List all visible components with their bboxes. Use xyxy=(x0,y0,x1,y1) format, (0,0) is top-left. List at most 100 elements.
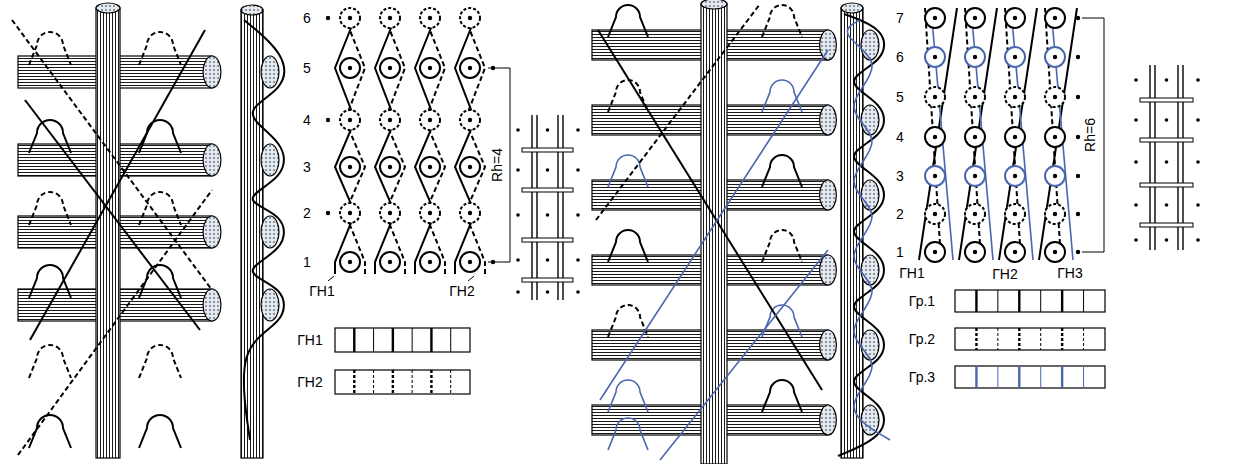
repeat-label: Rh=4 xyxy=(489,146,505,184)
strip-tick xyxy=(1018,366,1020,388)
side-view xyxy=(241,5,284,458)
rod-end xyxy=(203,56,221,88)
strip-tick xyxy=(1083,366,1084,388)
strip-tick xyxy=(1083,328,1084,350)
needle-loop xyxy=(380,8,400,28)
weft-section xyxy=(861,330,879,360)
needle-loop xyxy=(965,87,985,107)
needle-dot xyxy=(1076,55,1080,59)
strip-tick xyxy=(392,328,394,352)
grid-dot xyxy=(576,168,580,172)
grid-dot xyxy=(516,290,520,294)
strip-tick xyxy=(997,366,998,388)
rod-end xyxy=(820,330,837,360)
needle-dot xyxy=(1053,212,1057,216)
grid-dot xyxy=(1196,203,1200,207)
needle-loop xyxy=(460,8,480,28)
strip-tick xyxy=(975,290,977,312)
needle-dot xyxy=(326,16,330,20)
grid-dot xyxy=(576,213,580,217)
needle-dot xyxy=(388,66,392,70)
grid-dot xyxy=(516,258,520,262)
needle-loop xyxy=(1005,242,1025,262)
yarn-line xyxy=(25,100,200,330)
yarn-line xyxy=(455,18,475,274)
yarn-line xyxy=(335,18,355,274)
yarn-loop xyxy=(29,120,71,153)
rod-end xyxy=(841,3,863,13)
warp-rod xyxy=(701,4,727,464)
lapping-chart xyxy=(326,8,510,394)
needle-dot xyxy=(348,260,352,264)
yarn-loop xyxy=(29,32,71,65)
grid-dot xyxy=(546,168,550,172)
row-label: 6 xyxy=(896,49,904,65)
needle-dot xyxy=(973,212,977,216)
yarn-loop xyxy=(139,345,181,378)
needle-dot xyxy=(933,55,937,59)
needle-loop xyxy=(1045,204,1065,224)
grid-dot xyxy=(1196,118,1200,122)
yarn-loop xyxy=(29,192,71,225)
needle-dot xyxy=(388,16,392,20)
needle-loop xyxy=(1045,127,1065,147)
grid-dot xyxy=(1196,238,1200,242)
strip-tick xyxy=(1018,328,1020,350)
needle-loop xyxy=(1045,8,1065,28)
row-label: 1 xyxy=(303,254,311,270)
bar-label: ГН1 xyxy=(897,265,926,281)
grid-line xyxy=(557,115,558,300)
needle-dot xyxy=(348,66,352,70)
grid-bar xyxy=(1140,183,1193,187)
yarn-line xyxy=(345,18,365,274)
yarn-line xyxy=(30,30,205,340)
needle-loop xyxy=(1005,166,1025,186)
repeat-bracket xyxy=(488,68,510,262)
grid-line xyxy=(536,115,537,300)
needle-dot xyxy=(468,66,472,70)
needle-dot xyxy=(933,16,937,20)
weft-section xyxy=(261,216,279,248)
needle-dot xyxy=(933,95,937,99)
needle-dot xyxy=(468,16,472,20)
strip-tick xyxy=(1040,366,1041,388)
lapping-strip xyxy=(955,328,1105,350)
needle-loop xyxy=(380,157,400,177)
needle-loop xyxy=(965,242,985,262)
rod-end xyxy=(820,405,837,435)
yarn-line xyxy=(598,30,822,390)
needle-loop xyxy=(1005,127,1025,147)
needle-dot xyxy=(1013,55,1017,59)
needle-dot xyxy=(1076,212,1080,216)
row-label: Гр.3 xyxy=(909,369,935,385)
grid-bar xyxy=(522,238,573,242)
needle-dot xyxy=(428,66,432,70)
yarn-loop xyxy=(608,80,648,112)
needle-dot xyxy=(1076,16,1080,20)
rod-end xyxy=(96,3,120,13)
row-label: Гр.2 xyxy=(909,331,935,347)
grid-dot xyxy=(1196,78,1200,82)
row-label: 3 xyxy=(896,168,904,184)
grid-dot xyxy=(546,290,550,294)
grid-bar xyxy=(1140,138,1193,142)
needle-dot xyxy=(973,174,977,178)
needle-loop xyxy=(925,87,945,107)
needle-loop xyxy=(460,203,480,223)
strip-tick xyxy=(392,370,394,394)
grid-dot xyxy=(1165,118,1169,122)
needle-dot xyxy=(388,211,392,215)
bar-label: ГН2 xyxy=(447,283,476,299)
yarn-loop xyxy=(139,265,181,298)
grid-dot xyxy=(1196,160,1200,164)
needle-dot xyxy=(428,165,432,169)
yarn-loop xyxy=(29,415,71,448)
strip-tick xyxy=(1040,328,1041,350)
strip-tick xyxy=(412,328,413,352)
weft-section xyxy=(861,30,879,60)
grid-dot xyxy=(516,128,520,132)
needle-loop xyxy=(1045,242,1065,262)
